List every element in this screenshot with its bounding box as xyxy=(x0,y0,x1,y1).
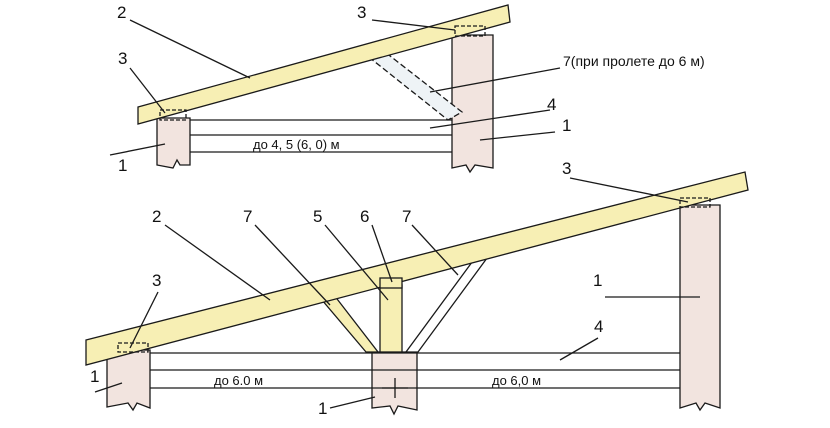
leader xyxy=(329,396,376,409)
leader xyxy=(559,337,599,361)
label-wall: 1 xyxy=(562,116,572,135)
top-diagram xyxy=(109,4,561,174)
label-post: 5 xyxy=(313,207,323,226)
leader xyxy=(569,177,689,203)
span-label-left: до 6.0 м xyxy=(214,373,264,388)
leader xyxy=(429,109,551,129)
top-support-left xyxy=(159,109,187,121)
label-wall: 1 xyxy=(90,367,100,386)
label-rafter: 2 xyxy=(117,3,127,22)
label-wall: 1 xyxy=(118,156,128,175)
top-rafter xyxy=(137,4,511,125)
span-label-right: до 6,0 м xyxy=(492,373,542,388)
label-beam: 4 xyxy=(594,317,604,336)
label-strut-note-text: 7(при пролете до 6 м) xyxy=(563,53,705,69)
bottom-diagram xyxy=(85,171,749,416)
leader xyxy=(479,131,556,141)
bottom-support-right xyxy=(679,197,711,208)
label-support: 3 xyxy=(562,159,572,178)
label-support: 3 xyxy=(357,3,367,22)
leader xyxy=(129,291,159,349)
bottom-strut-left xyxy=(320,294,380,353)
leader xyxy=(411,224,459,276)
bottom-rafter xyxy=(85,171,749,366)
leader xyxy=(254,224,331,306)
label-beam: 4 xyxy=(547,95,557,114)
top-wall-left xyxy=(156,117,191,169)
leader xyxy=(109,143,166,156)
leader xyxy=(164,224,271,301)
label-support: 3 xyxy=(152,271,162,290)
bottom-wall-right xyxy=(679,204,721,412)
label-wall: 1 xyxy=(318,399,328,418)
leader xyxy=(129,19,251,79)
label-support: 3 xyxy=(118,49,128,68)
leader xyxy=(94,382,123,393)
label-support: 6 xyxy=(360,207,370,226)
leader xyxy=(429,67,561,93)
label-wall: 1 xyxy=(593,271,603,290)
label-rafter: 2 xyxy=(152,207,162,226)
top-support-right xyxy=(454,25,486,37)
top-wall-right xyxy=(451,34,494,174)
bottom-wall-left xyxy=(106,349,151,412)
leader xyxy=(324,224,389,301)
leader xyxy=(371,19,456,31)
top-strut-dashed xyxy=(368,51,464,121)
span-label: до 4, 5 (6, 0) м xyxy=(253,137,340,152)
leader xyxy=(371,224,393,283)
label-strut: 7 xyxy=(243,207,253,226)
label-strut: 7 xyxy=(402,207,412,226)
leader xyxy=(129,67,166,114)
label-strut-note: 7(при пролете до 6 м) xyxy=(563,52,705,69)
